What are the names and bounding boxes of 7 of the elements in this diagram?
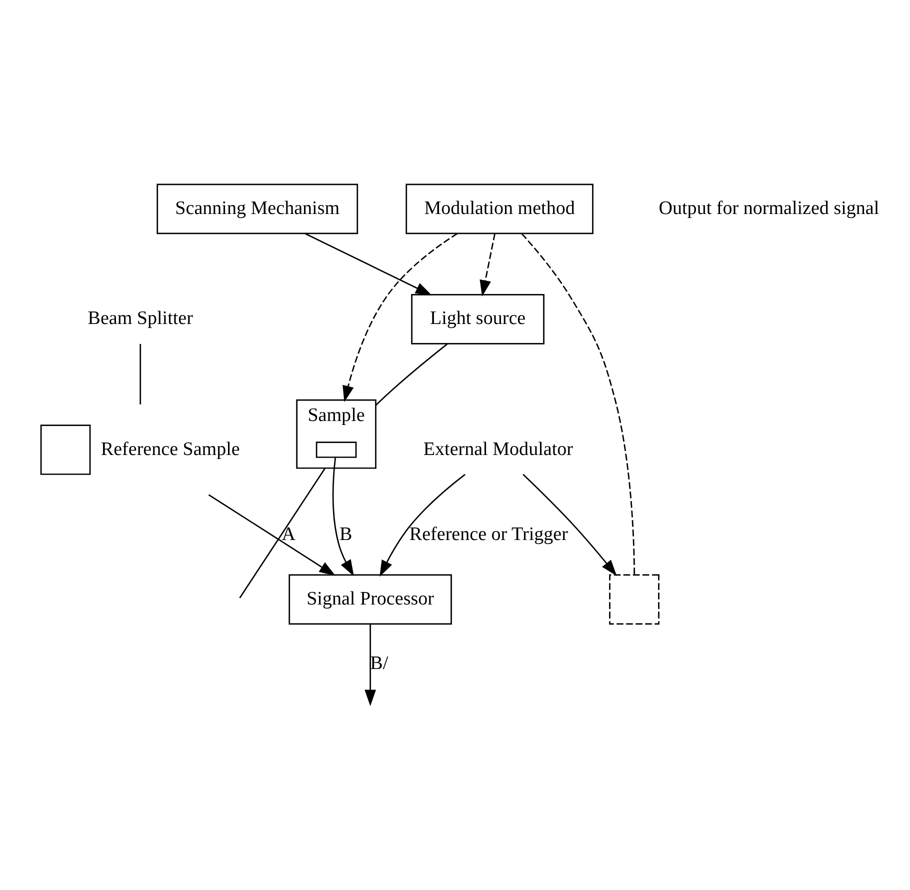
edge-label: Reference or Trigger xyxy=(409,524,568,545)
label: Output for normalized signal xyxy=(658,198,880,219)
edge-label: A xyxy=(282,524,296,545)
node-label: Reference Sample xyxy=(100,438,240,460)
node-text: Beam Splitter xyxy=(88,308,193,330)
node-text: External Modulator xyxy=(423,438,573,460)
edge-label: B xyxy=(339,524,352,545)
